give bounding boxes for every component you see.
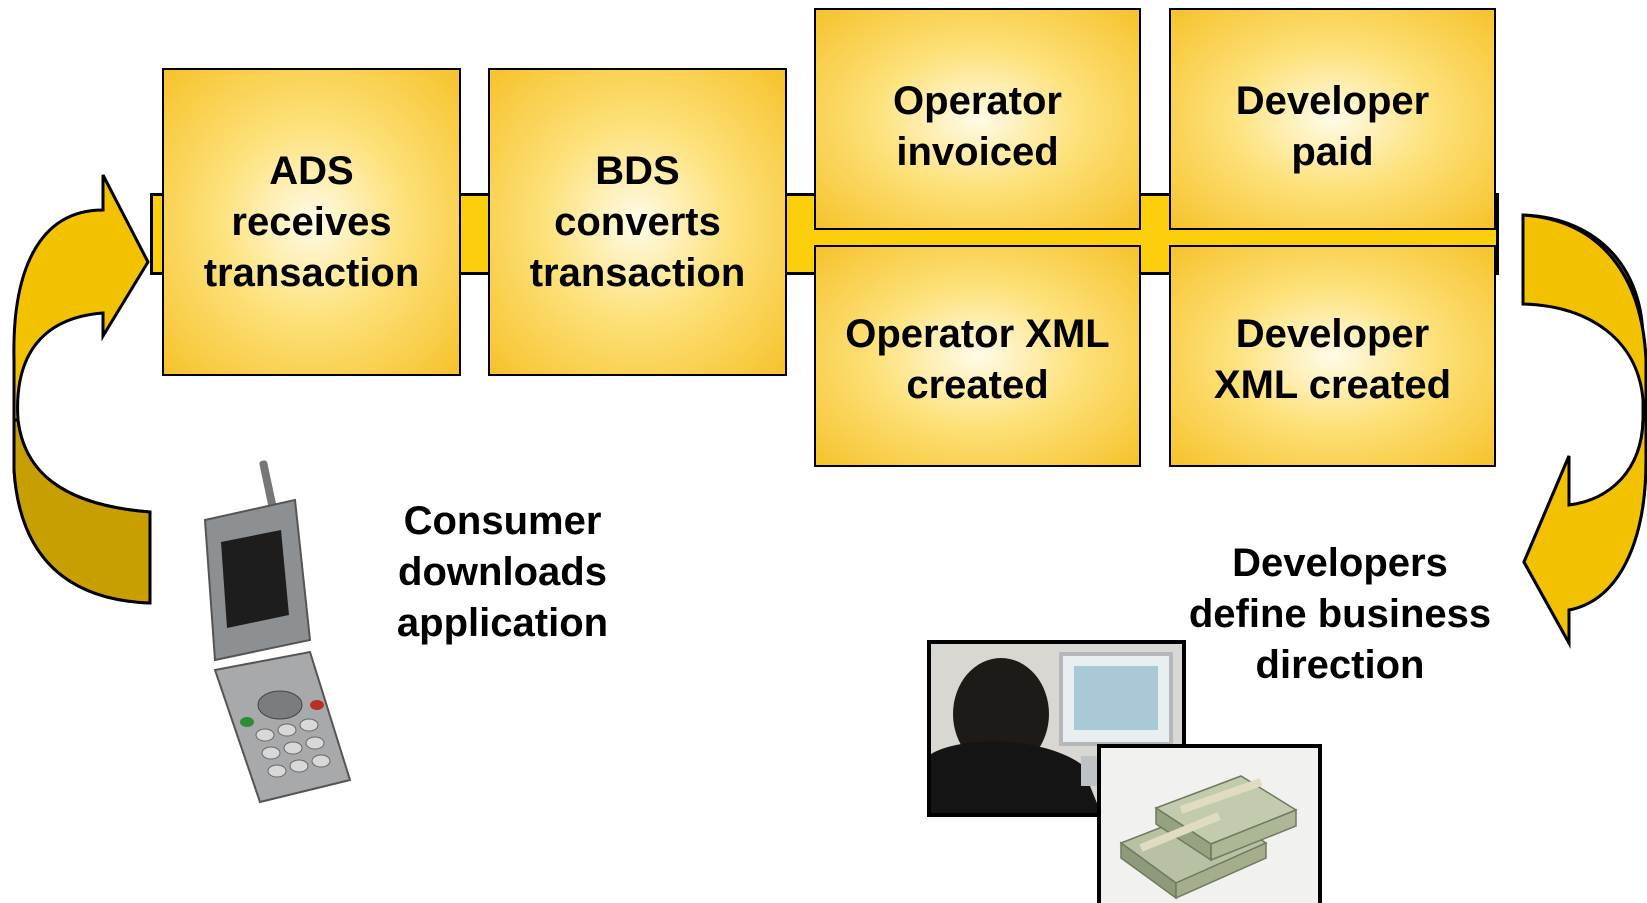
step-developer-paid: Developer paid (1169, 8, 1496, 230)
money-icon (1101, 748, 1318, 903)
step-operator-invoiced: Operator invoiced (814, 8, 1141, 230)
developers-caption: Developers define business direction (1188, 541, 1492, 687)
step-ads-receives-transaction: ADS receives transaction (162, 68, 461, 376)
step-operator-xml-created: Operator XML created (814, 245, 1141, 467)
step-bds-converts-transaction: BDS converts transaction (488, 68, 787, 376)
phone-icon (203, 460, 352, 804)
step-label: Developer XML created (1213, 312, 1452, 407)
step-label: Operator invoiced (893, 79, 1062, 174)
right-curved-arrow-face (1521, 213, 1647, 649)
flip-phone-photo (185, 460, 355, 805)
developer-icon (931, 644, 1182, 813)
step-label: BDS converts transaction (529, 148, 746, 295)
developer-at-computer-photo (927, 640, 1186, 817)
consumer-caption: Consumer downloads application (396, 499, 609, 645)
step-developer-xml-created: Developer XML created (1169, 245, 1496, 467)
step-label: Developer paid (1235, 79, 1430, 174)
money-stacks-photo (1097, 744, 1322, 903)
step-label: Operator XML created (845, 312, 1110, 407)
left-curved-arrow-shade (12, 418, 152, 605)
step-label: ADS receives transaction (203, 148, 420, 295)
